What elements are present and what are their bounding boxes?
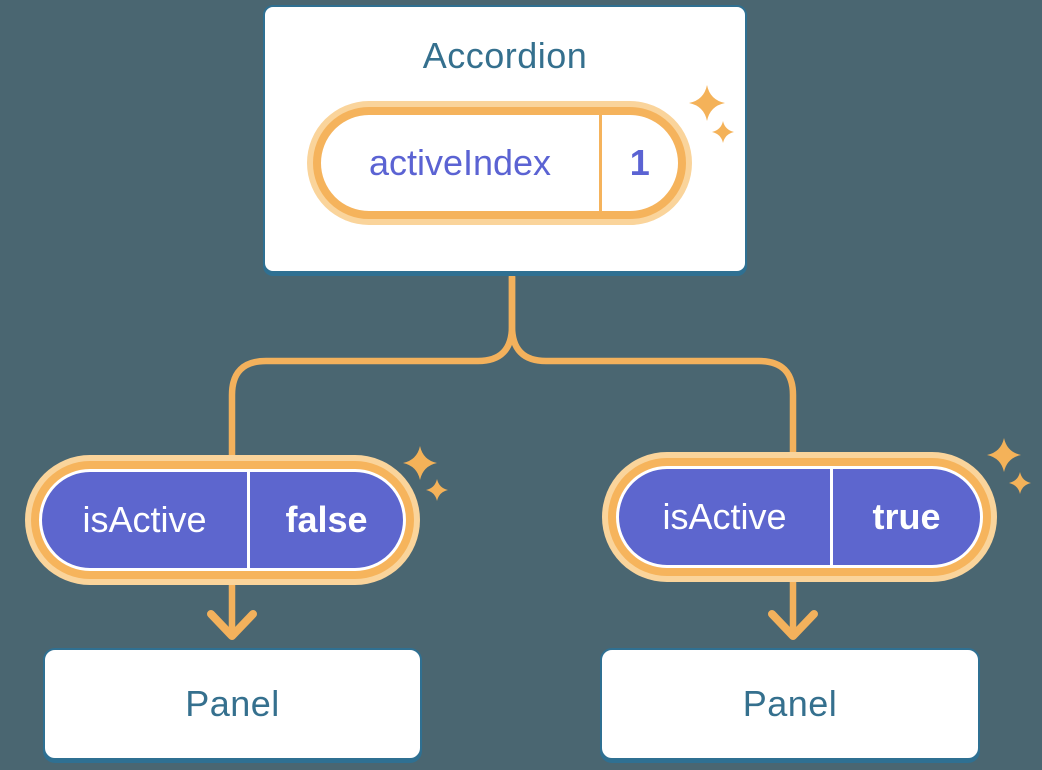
panel-card-right: Panel: [600, 648, 980, 760]
pill-divider: [830, 469, 833, 565]
panel-title: Panel: [185, 683, 280, 724]
state-pill-label: activeIndex: [368, 142, 552, 183]
connector-right: [508, 273, 797, 632]
pill-divider: [599, 115, 602, 211]
arrow-down-icon: [207, 610, 257, 640]
accordion-card: Accordion activeIndex 1: [263, 5, 747, 273]
card-title: Accordion: [422, 35, 588, 76]
connector-left: [228, 273, 516, 632]
prop-pill-label: isActive: [82, 499, 207, 540]
prop-pill-label: isActive: [662, 496, 787, 537]
state-pill: activeIndex 1: [313, 107, 686, 219]
state-pill-value: 1: [629, 142, 650, 183]
prop-pill-isactive-true: isActive true: [616, 466, 983, 568]
prop-pill-value: true: [872, 496, 941, 537]
panel-card-left: Panel: [43, 648, 422, 760]
panel-title: Panel: [742, 683, 838, 724]
arrow-down-icon: [768, 610, 818, 640]
prop-pill-value: false: [285, 499, 368, 540]
pill-divider: [247, 472, 250, 568]
prop-pill-isactive-false: isActive false: [39, 469, 406, 571]
